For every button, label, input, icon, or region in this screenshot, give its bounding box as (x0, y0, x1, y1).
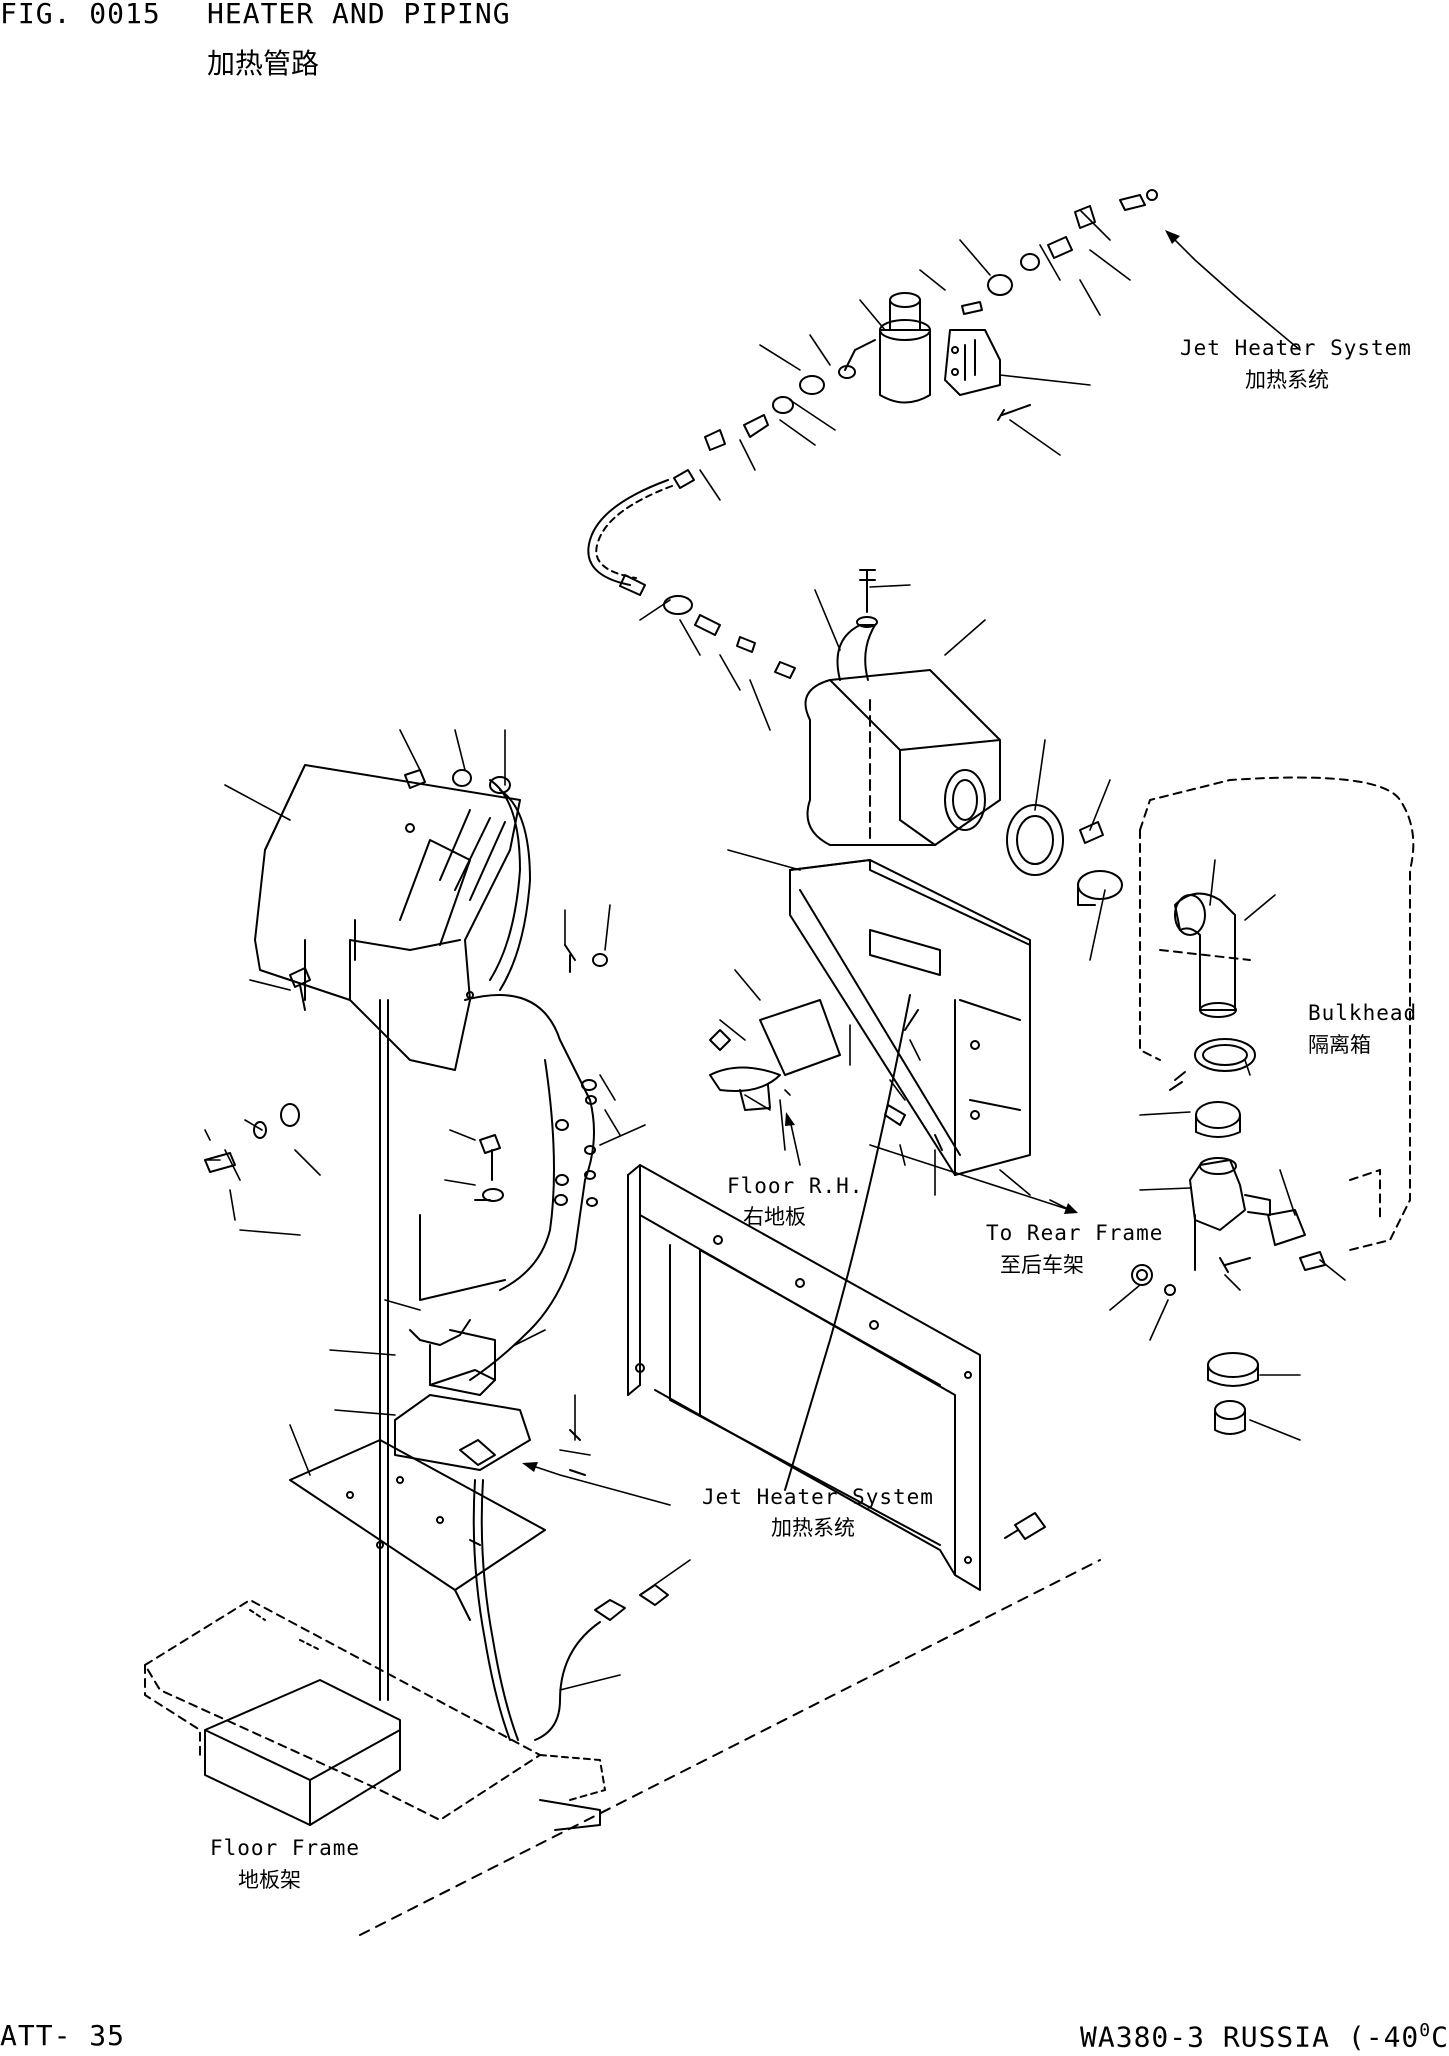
label-jet-heater-bottom: Jet Heater System (702, 1485, 934, 1509)
label-bulkhead: Bulkhead (1308, 1001, 1418, 1025)
unit-text: C) (1431, 2020, 1449, 2054)
label-jet-heater-top: Jet Heater System (1180, 336, 1412, 360)
floor-frame (145, 1560, 1100, 1935)
label-floor-rh: Floor R.H. (727, 1174, 864, 1198)
label-to-rear-frame: To Rear Frame (986, 1221, 1164, 1245)
page-code: ATT- 35 (0, 2019, 126, 2052)
label-jet-heater-bottom-cn: 加热系统 (771, 1516, 855, 1540)
label-floor-frame-cn: 地板架 (238, 1868, 301, 1892)
fuel-line-assembly (588, 190, 1157, 678)
heater-unit (806, 570, 1123, 905)
label-bulkhead-cn: 隔离箱 (1308, 1033, 1371, 1057)
arrowheads (522, 230, 1180, 1472)
floor-rh-frame (628, 1105, 1045, 1590)
model-designation: WA380-3 RUSSIA (-400C) (1080, 2022, 1449, 2051)
figure-title: HEATER AND PIPING (207, 0, 511, 30)
model-text: WA380-3 RUSSIA (-40 (1080, 2020, 1420, 2054)
label-jet-heater-top-cn: 加热系统 (1245, 368, 1329, 392)
mounting-plates (290, 1215, 668, 1740)
left-cover (205, 765, 607, 1700)
label-floor-frame: Floor Frame (210, 1836, 361, 1860)
heater-box (710, 860, 1030, 1490)
figure-title-cn: 加热管路 (207, 47, 320, 80)
leader-lines (205, 210, 1345, 1690)
degree-superscript: 0 (1419, 2020, 1432, 2041)
label-floor-rh-cn: 右地板 (743, 1205, 806, 1229)
label-to-rear-frame-cn: 至后车架 (1000, 1253, 1084, 1277)
figure-number: FIG. 0015 (0, 0, 161, 30)
bulkhead-fittings (1132, 894, 1325, 1434)
